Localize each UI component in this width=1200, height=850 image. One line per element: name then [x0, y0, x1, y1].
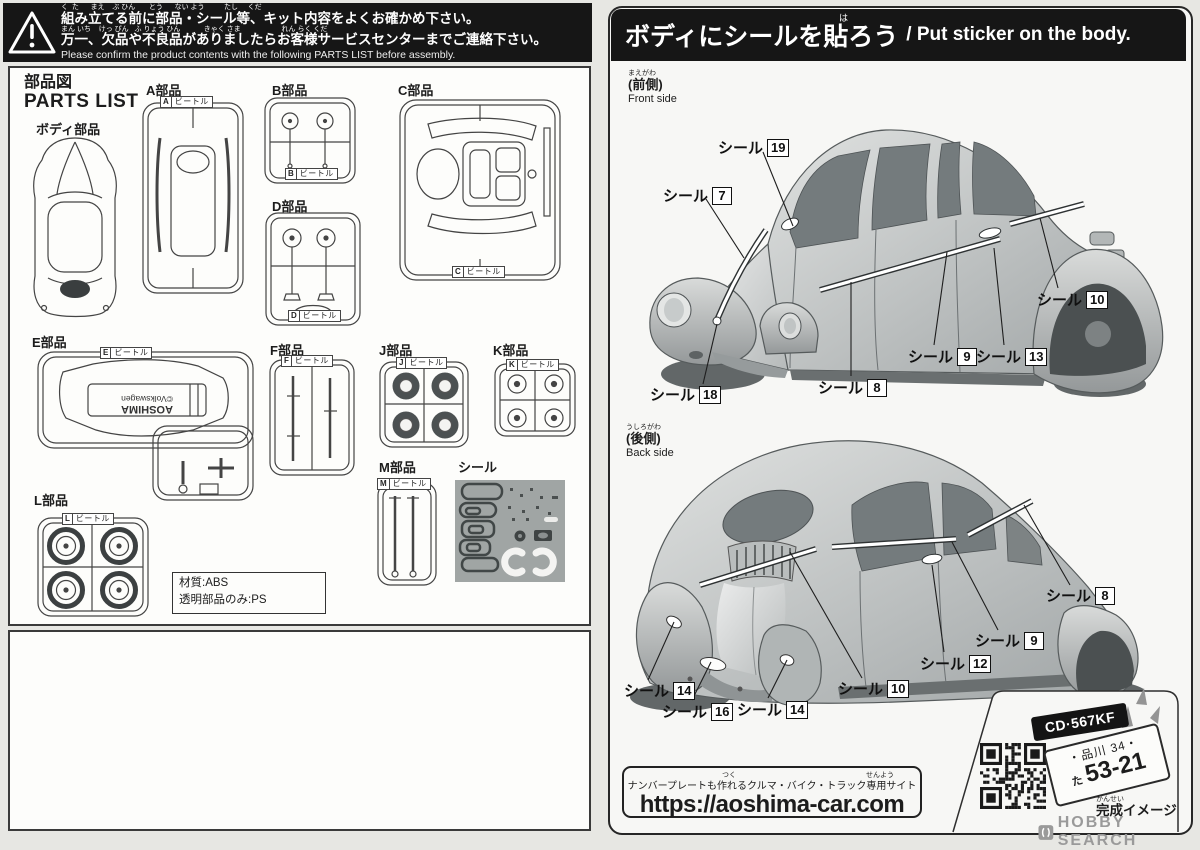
sprue-b-label: B部品	[272, 83, 308, 98]
step-header: は ボディにシールを貼ろう / Put sticker on the body.	[611, 9, 1186, 61]
material-note: 材質:ABS 透明部品のみ:PS	[172, 572, 326, 614]
hobby-search-watermark: HOBBY SEARCH	[1038, 814, 1200, 850]
sprue-a-label: A部品	[146, 83, 182, 98]
site-url: https://aoshima-car.com	[639, 791, 905, 818]
header-furigana: は	[839, 13, 849, 23]
plate-kana: た	[1070, 774, 1085, 789]
sprue-k-label: K部品	[493, 343, 529, 358]
sprue-j-label: J部品	[379, 343, 413, 358]
hobby-search-icon	[1038, 824, 1054, 840]
warning-furigana-1: く た まえ ぶ ひん とう ない よう たし くだ	[61, 4, 262, 12]
warning-line-2: 万一、欠品や不良品がありましたらお客様サービスセンターまでご連絡下さい。	[61, 32, 547, 48]
site-note: ナンバープレートも作れるクルマ・バイク・トラック専用サイト	[627, 781, 917, 792]
sprue-f-label: F部品	[270, 343, 304, 358]
blank-panel	[8, 630, 591, 831]
material-line-2: 透明部品のみ:PS	[179, 593, 267, 606]
warning-furigana-2: まん いち けっ ぴん ふ りょう ひん きゃく さま れん らく くだ	[61, 25, 328, 33]
chassis-brand-text: AOSHIMA	[121, 403, 173, 415]
site-banner: つく せんよう ナンバープレートも作れるクルマ・バイク・トラック専用サイト ht…	[622, 766, 922, 818]
warning-header: く た まえ ぶ ひん とう ない よう たし くだ 組み立てる前に部品・シール…	[3, 3, 592, 62]
back-side-label: うしろがわ (後側) Back side	[626, 424, 674, 459]
material-line-1: 材質:ABS	[179, 577, 229, 589]
warning-triangle-icon	[3, 10, 61, 56]
header-title-en: / Put sticker on the body.	[906, 24, 1131, 45]
front-beetle-illustration	[649, 129, 1164, 397]
warning-line-en: Please confirm the product contents with…	[61, 48, 456, 61]
sticker-sheet	[455, 480, 565, 582]
sprue-m-label: M部品	[379, 460, 416, 475]
sprue-c-label: C部品	[398, 83, 434, 98]
warning-line-1: 組み立てる前に部品・シール等、キット内容をよくお確かめ下さい。	[61, 10, 480, 26]
parts-list-title: 部品図 PARTS LIST	[24, 74, 139, 112]
qr-code	[980, 743, 1046, 809]
sprue-d-label: D部品	[272, 199, 308, 214]
body-part-label: ボディ部品	[36, 122, 101, 137]
front-side-label: まえがわ (前側) Front side	[628, 70, 677, 105]
site-furigana-1: つく	[722, 772, 736, 779]
site-furigana-2: せんよう	[866, 772, 894, 779]
sticker-sheet-label: シール	[458, 460, 498, 475]
chassis-copyright-text: ©Volkswagen	[121, 394, 173, 404]
sprue-l-label: L部品	[34, 493, 68, 508]
sprue-e-label: E部品	[32, 335, 67, 350]
header-title-jp: ボディにシールを貼ろう	[625, 23, 899, 51]
